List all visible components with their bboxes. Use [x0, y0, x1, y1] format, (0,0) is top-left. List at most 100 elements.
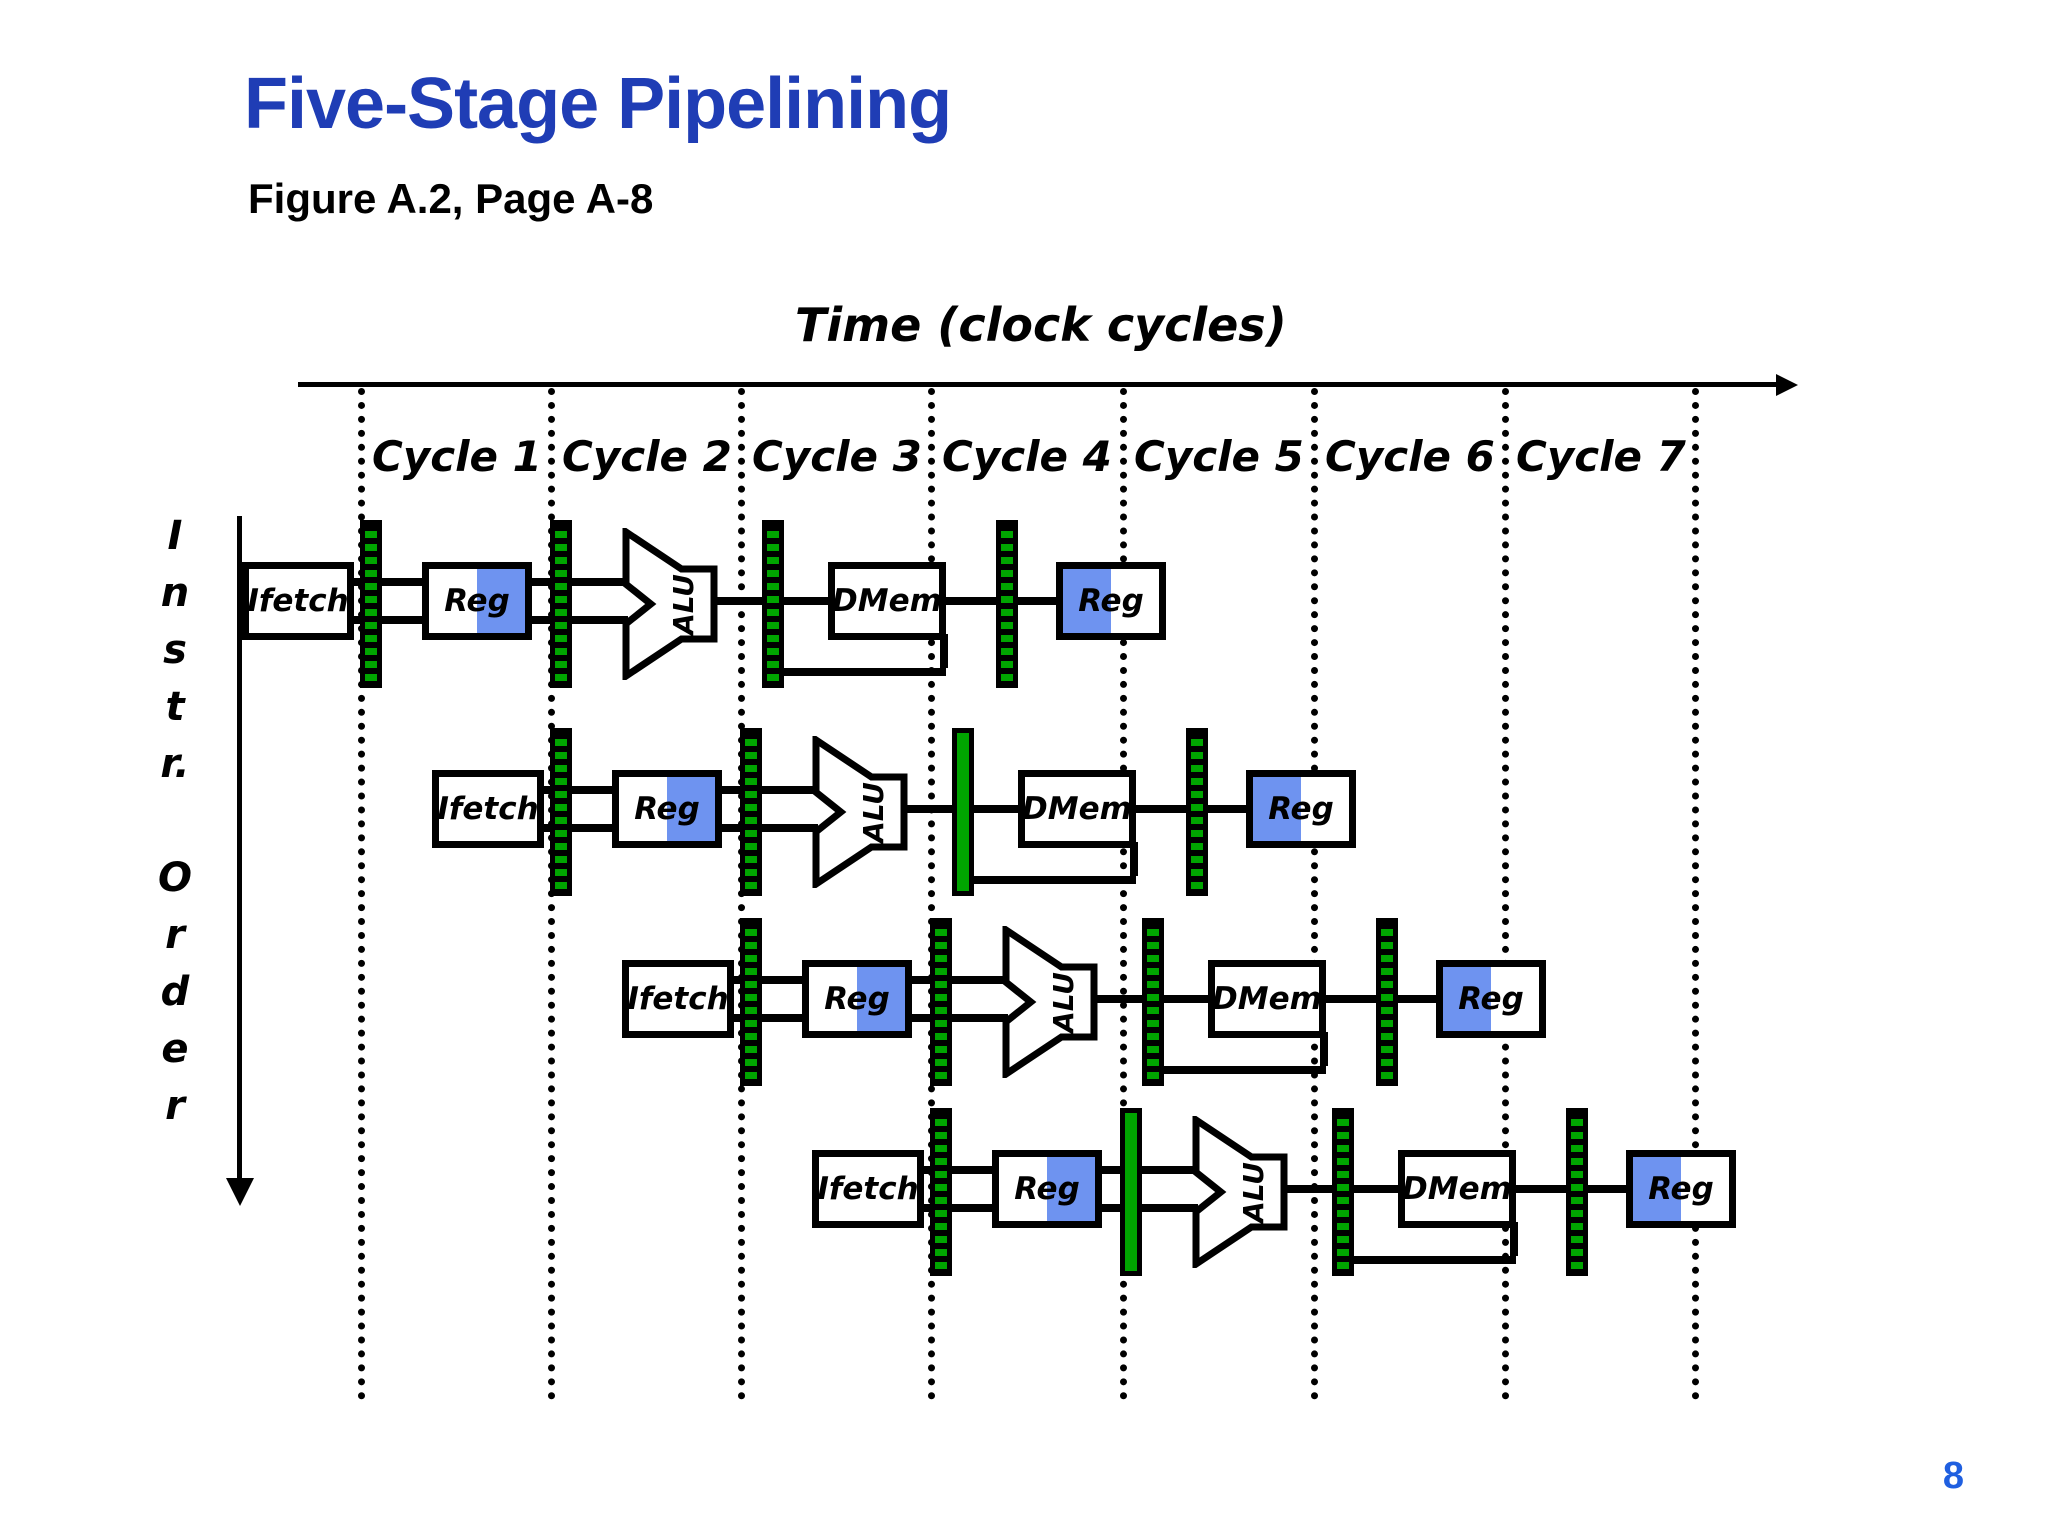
pipeline-register-3 — [1142, 918, 1164, 1086]
register-file-blue-half — [857, 967, 905, 1031]
wire-alu-preg3 — [1090, 995, 1152, 1003]
pipeline-register-4 — [1566, 1108, 1588, 1276]
pipeline-register-core — [767, 525, 779, 683]
pipeline-register-3 — [952, 728, 974, 896]
wire-reg-preg2-top — [908, 976, 938, 984]
register-file-blue-half — [1443, 967, 1491, 1031]
instr-order-letter: r — [165, 1083, 185, 1129]
wire-dmem-feedback-across — [1154, 1066, 1326, 1074]
pipeline-register-1 — [930, 1108, 952, 1276]
pipeline-register-core — [1001, 525, 1013, 683]
cycle-label-4: Cycle 4 — [942, 432, 1112, 481]
ifetch-stage: Ifetch — [812, 1150, 924, 1228]
wire-dmem-preg4 — [1132, 805, 1194, 813]
wire-preg4-regwb — [1200, 805, 1252, 813]
instr-order-letter: I — [167, 513, 183, 559]
pipeline-register-core — [745, 733, 757, 891]
wire-preg1-reg-top — [754, 976, 808, 984]
ifetch-stage-label: Ifetch — [817, 1171, 919, 1207]
instr-order-letter: d — [160, 969, 190, 1015]
wire-ifetch-top — [920, 1166, 938, 1174]
wire-reg-preg2-top — [1098, 1166, 1128, 1174]
register-file-read-stage-label: Reg — [444, 583, 510, 619]
wire-preg1-reg-bottom — [374, 616, 428, 624]
time-axis-label: Time (clock cycles) — [795, 298, 1287, 352]
register-file-blue-half — [1063, 569, 1111, 633]
register-file-read-stage: Reg — [992, 1150, 1102, 1228]
pipeline-register-2 — [550, 520, 572, 688]
wire-preg1-reg-top — [564, 786, 618, 794]
register-file-read-stage-label: Reg — [1014, 1171, 1080, 1207]
register-file-write-stage: Reg — [1056, 562, 1166, 640]
register-file-blue-half — [1633, 1157, 1681, 1221]
wire-preg1-reg-bottom — [564, 824, 618, 832]
register-file-read-stage-label: Reg — [634, 791, 700, 827]
pipeline-register-core — [935, 923, 947, 1081]
dmem-stage: DMem — [1018, 770, 1136, 848]
register-file-write-stage-label: Reg — [1458, 981, 1524, 1017]
pipeline-register-2 — [740, 728, 762, 896]
wire-preg4-regwb — [1390, 995, 1442, 1003]
wire-dmem-feedback-across — [774, 668, 946, 676]
pipeline-register-2 — [930, 918, 952, 1086]
time-axis-arrow — [298, 374, 1798, 396]
wire-alu-preg3 — [1280, 1185, 1342, 1193]
wire-dmem-feedback-down-right — [1320, 1032, 1328, 1066]
pipeline-register-2 — [1120, 1108, 1142, 1276]
page-title: Five-Stage Pipelining — [244, 64, 952, 144]
wire-ifetch-bottom — [540, 824, 558, 832]
register-file-read-stage-label: Reg — [824, 981, 890, 1017]
wire-dmem-preg4 — [1512, 1185, 1574, 1193]
register-file-write-stage-label: Reg — [1078, 583, 1144, 619]
wire-reg-preg2-top — [718, 786, 748, 794]
dmem-stage: DMem — [1208, 960, 1326, 1038]
wire-preg3-dmem — [1346, 1185, 1404, 1193]
pipeline-register-4 — [1186, 728, 1208, 896]
dmem-stage-label: DMem — [1212, 981, 1322, 1017]
wire-ifetch-bottom — [920, 1204, 938, 1212]
time-axis-line — [298, 382, 1778, 387]
cycle-label-3: Cycle 3 — [752, 432, 922, 481]
pipeline-register-1 — [360, 520, 382, 688]
wire-reg-preg2-bottom — [908, 1014, 938, 1022]
page-subtitle: Figure A.2, Page A-8 — [248, 175, 654, 222]
pipeline-register-core — [1381, 923, 1393, 1081]
pipeline-register-core — [555, 733, 567, 891]
cycle-divider — [358, 388, 365, 1400]
wire-dmem-feedback-down-right — [1510, 1222, 1518, 1256]
wire-preg2-alu-bottom — [944, 1014, 1008, 1022]
register-file-blue-half — [667, 777, 715, 841]
ifetch-stage: Ifetch — [432, 770, 544, 848]
pipeline-register-4 — [996, 520, 1018, 688]
cycle-divider — [1311, 388, 1318, 1400]
register-file-blue-half — [1047, 1157, 1095, 1221]
instr-order-letter: r. — [160, 741, 190, 787]
wire-preg1-reg-top — [374, 578, 428, 586]
dmem-stage: DMem — [1398, 1150, 1516, 1228]
pipeline-register-4 — [1376, 918, 1398, 1086]
pipeline-register-core — [745, 923, 757, 1081]
pipeline-register-core — [1191, 733, 1203, 891]
alu-unit: ALU — [622, 528, 718, 680]
wire-dmem-feedback-across — [964, 876, 1136, 884]
cycle-divider — [1692, 388, 1699, 1400]
wire-preg2-alu-top — [564, 578, 628, 586]
wire-dmem-preg4 — [942, 597, 1004, 605]
wire-ifetch-bottom — [730, 1014, 748, 1022]
wire-ifetch-top — [730, 976, 748, 984]
alu-unit: ALU — [1002, 926, 1098, 1078]
wire-dmem-preg4 — [1322, 995, 1384, 1003]
register-file-write-stage: Reg — [1436, 960, 1546, 1038]
instr-order-letter: O — [157, 855, 192, 901]
register-file-blue-half — [1253, 777, 1301, 841]
instr-order-arrow — [226, 516, 254, 1206]
pipeline-register-1 — [550, 728, 572, 896]
register-file-write-stage: Reg — [1246, 770, 1356, 848]
pipeline-register-1 — [740, 918, 762, 1086]
wire-preg2-alu-top — [1134, 1166, 1198, 1174]
cycle-label-2: Cycle 2 — [562, 432, 732, 481]
pipeline-register-core — [935, 1113, 947, 1271]
wire-dmem-feedback-across — [1344, 1256, 1516, 1264]
